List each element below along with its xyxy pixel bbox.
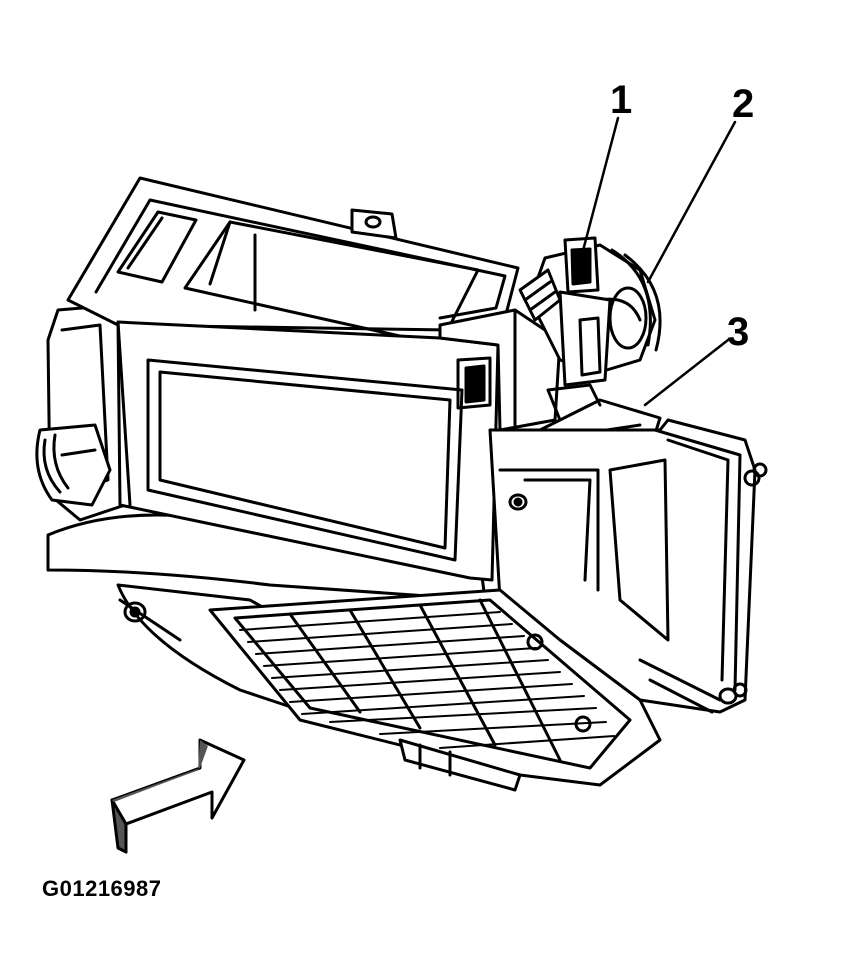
upper-case — [66, 176, 520, 347]
actuator-connector — [558, 236, 612, 387]
leader-line-1 — [578, 116, 620, 264]
airflow-arrow-icon — [110, 738, 246, 854]
callout-2: 2 — [732, 82, 755, 126]
leader-line-3 — [643, 338, 730, 407]
evaporator-core — [208, 588, 662, 792]
leader-lines — [578, 116, 737, 407]
callout-1: 1 — [610, 78, 633, 122]
callout-3: 3 — [727, 310, 750, 354]
left-housing — [35, 303, 127, 522]
leader-line-2 — [646, 120, 737, 284]
right-block — [438, 308, 562, 432]
figure-id: G01216987 — [42, 876, 162, 901]
right-case — [488, 418, 768, 714]
